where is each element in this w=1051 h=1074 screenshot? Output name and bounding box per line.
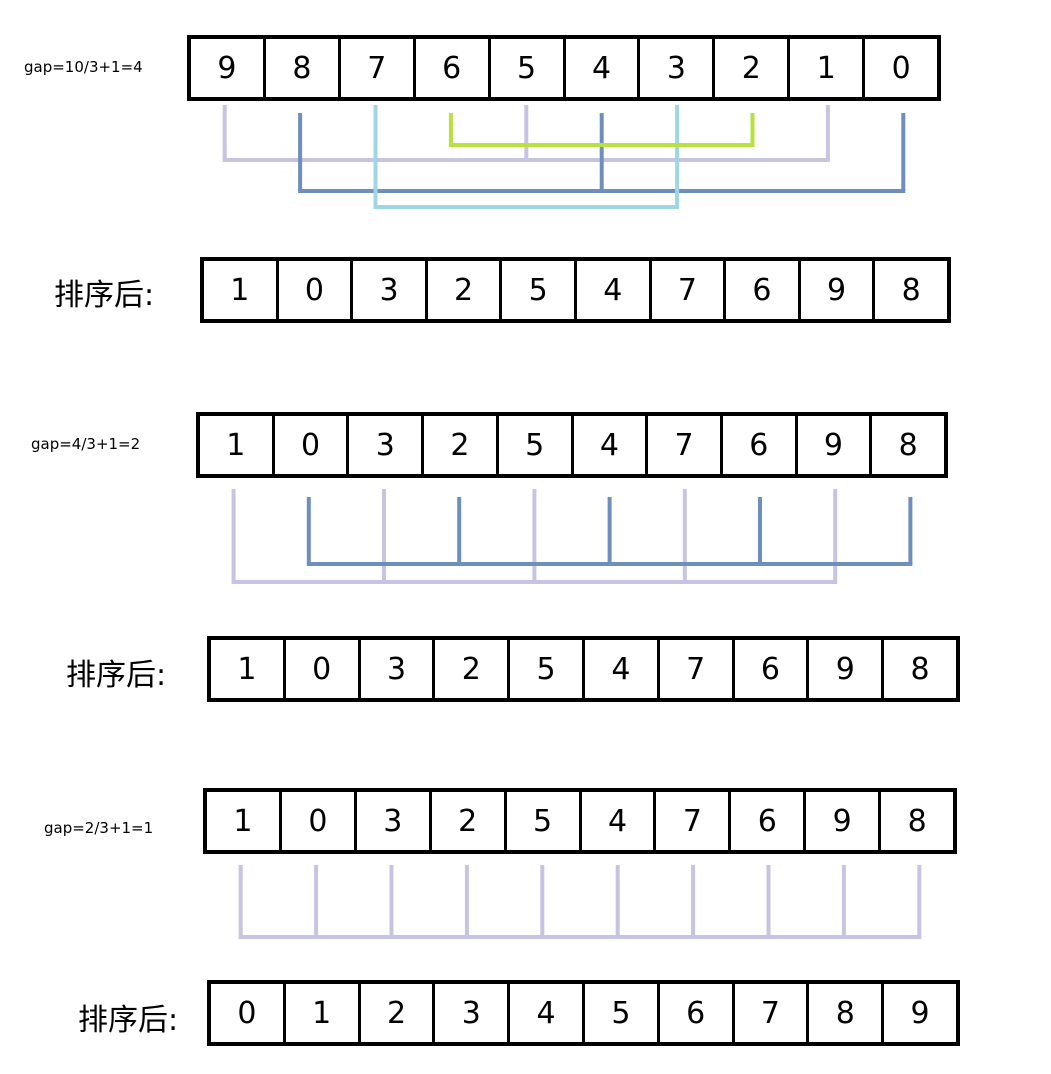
array-cell: 9 bbox=[191, 39, 266, 97]
array-cell: 1 bbox=[200, 416, 275, 474]
array-cell: 3 bbox=[435, 984, 511, 1042]
array-cell: 9 bbox=[798, 416, 873, 474]
array-cell: 7 bbox=[341, 39, 416, 97]
array-cell: 2 bbox=[432, 792, 507, 850]
array-cell: 6 bbox=[731, 792, 807, 850]
array-cell: 2 bbox=[715, 39, 791, 97]
array-cell: 9 bbox=[809, 640, 885, 698]
array-cell: 8 bbox=[907, 803, 927, 839]
array-cell: 5 bbox=[585, 984, 660, 1042]
array-step-3-after: 0 1 2 3 4 5 6 7 8 9 bbox=[207, 980, 960, 1046]
array-step-2-before: 1 0 3 2 5 4 7 6 9 8 bbox=[196, 412, 948, 478]
array-cell: 3 bbox=[349, 416, 425, 474]
array-cell: 7 bbox=[652, 261, 727, 319]
array-cell: 2 bbox=[428, 261, 503, 319]
array-cell: 8 bbox=[901, 272, 921, 308]
array-cell: 6 bbox=[416, 39, 491, 97]
array-cell: 6 bbox=[723, 416, 798, 474]
array-step-3-before: 1 0 3 2 5 4 7 6 9 8 bbox=[203, 788, 957, 854]
array-cell: 0 bbox=[282, 792, 357, 850]
array-cell: 4 bbox=[566, 39, 641, 97]
array-cell: 7 bbox=[735, 984, 810, 1042]
array-cell: 7 bbox=[656, 792, 732, 850]
array-cell: 7 bbox=[648, 416, 723, 474]
array-cell: 3 bbox=[353, 261, 428, 319]
array-cell: 8 bbox=[809, 984, 885, 1042]
array-cell: 5 bbox=[491, 39, 566, 97]
array-cell: 5 bbox=[499, 416, 574, 474]
array-cell: 1 bbox=[204, 261, 279, 319]
array-cell: 2 bbox=[424, 416, 499, 474]
array-cell: 4 bbox=[585, 640, 660, 698]
sorted-label-step-1: 排序后: bbox=[54, 278, 155, 313]
array-cell: 8 bbox=[898, 427, 918, 463]
array-cell: 3 bbox=[361, 640, 436, 698]
array-cell: 2 bbox=[435, 640, 511, 698]
array-cell: 5 bbox=[510, 640, 585, 698]
array-cell: 8 bbox=[266, 39, 341, 97]
array-cell: 6 bbox=[735, 640, 810, 698]
gap-label-step-3: gap=2/3+1=1 bbox=[44, 819, 154, 837]
array-cell: 1 bbox=[790, 39, 866, 97]
array-cell: 0 bbox=[279, 261, 354, 319]
array-step-2-after: 1 0 3 2 5 4 7 6 9 8 bbox=[207, 636, 960, 702]
array-cell: 7 bbox=[660, 640, 735, 698]
array-cell: 5 bbox=[502, 261, 577, 319]
array-cell: 2 bbox=[361, 984, 436, 1042]
array-step-1-after: 1 0 3 2 5 4 7 6 9 8 bbox=[200, 257, 951, 323]
sorted-label-step-2: 排序后: bbox=[66, 658, 167, 693]
array-cell: 4 bbox=[582, 792, 657, 850]
array-cell: 3 bbox=[640, 39, 716, 97]
array-cell: 1 bbox=[211, 640, 286, 698]
array-cell: 1 bbox=[207, 792, 282, 850]
array-cell: 0 bbox=[275, 416, 350, 474]
sorted-label-step-3: 排序后: bbox=[78, 1003, 179, 1038]
array-cell: 6 bbox=[726, 261, 801, 319]
array-step-1-before: 9 8 7 6 5 4 3 2 1 0 bbox=[187, 35, 941, 101]
array-cell: 4 bbox=[510, 984, 585, 1042]
array-cell: 8 bbox=[910, 651, 930, 687]
array-cell: 4 bbox=[574, 416, 649, 474]
array-cell: 0 bbox=[211, 984, 286, 1042]
array-cell: 5 bbox=[507, 792, 582, 850]
array-cell: 1 bbox=[286, 984, 361, 1042]
array-cell: 9 bbox=[806, 792, 882, 850]
array-cell: 6 bbox=[660, 984, 735, 1042]
array-cell: 0 bbox=[891, 50, 911, 86]
array-cell: 3 bbox=[357, 792, 432, 850]
array-cell: 9 bbox=[910, 995, 930, 1031]
gap-label-step-1: gap=10/3+1=4 bbox=[24, 58, 143, 76]
array-cell: 0 bbox=[286, 640, 361, 698]
array-cell: 4 bbox=[577, 261, 652, 319]
gap-label-step-2: gap=4/3+1=2 bbox=[31, 435, 141, 453]
array-cell: 9 bbox=[801, 261, 876, 319]
